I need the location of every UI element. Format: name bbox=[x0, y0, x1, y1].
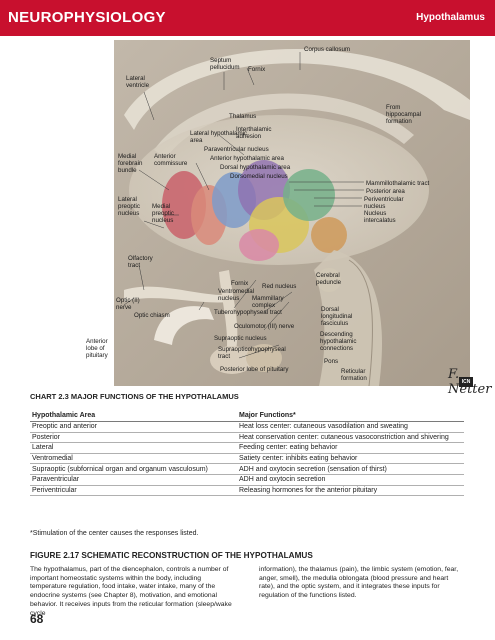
area-cell: Posterior bbox=[30, 432, 237, 444]
label-fornix-top: Fornix bbox=[248, 66, 266, 73]
area-cell: Lateral bbox=[30, 442, 237, 454]
label-medial-forebrain: Medial forebrain bundle bbox=[118, 153, 143, 174]
label-reticular: Reticular formation bbox=[341, 368, 367, 382]
label-tuberohypophyseal: Tuberohypophyseal tract bbox=[214, 309, 282, 316]
function-cell: ADH and oxytocin secretion (sensation of… bbox=[237, 463, 464, 475]
label-cerebral-peduncle: Cerebral peduncle bbox=[316, 272, 342, 286]
figure-title: FIGURE 2.17 SCHEMATIC RECONSTRUCTION OF … bbox=[30, 551, 313, 560]
artist-signature: F. Netter bbox=[448, 367, 492, 397]
body-text-column-1: The hypothalamus, part of the diencephal… bbox=[30, 566, 232, 617]
column-header: Major Functions* bbox=[237, 411, 464, 422]
label-dorsal-hypothalamic: Dorsal hypothalamic area bbox=[220, 164, 291, 171]
label-optic-chiasm: Optic chiasm bbox=[134, 312, 170, 319]
label-anterior-commissure: Anterior commissure bbox=[154, 153, 188, 167]
label-from-hippocampal: From hippocampal formation bbox=[386, 104, 422, 125]
table-footnote: *Stimulation of the center causes the re… bbox=[30, 530, 199, 537]
label-thalamus: Thalamus bbox=[229, 113, 257, 120]
label-optic-nerve: Optic (II) nerve bbox=[116, 297, 140, 311]
label-supraoptic: Supraoptic nucleus bbox=[214, 335, 267, 342]
label-anterior-pituitary: Anterior lobe of pituitary bbox=[86, 338, 108, 359]
area-cell: Paraventricular bbox=[30, 474, 237, 486]
label-lateral-ventricle: Lateral ventricle bbox=[126, 75, 150, 89]
label-dorsal-longitudinal: Dorsal longitudinal fasciculus bbox=[321, 306, 353, 327]
label-interthalamic: Interthalamic adhesion bbox=[236, 126, 272, 140]
label-pons: Pons bbox=[324, 358, 339, 365]
label-mammillothalamic: Mammillothalamic tract bbox=[366, 180, 430, 187]
label-lateral-preoptic: Lateral preoptic nucleus bbox=[118, 196, 141, 217]
label-fornix-bottom: Fornix bbox=[231, 280, 249, 287]
area-cell: Ventromedial bbox=[30, 453, 237, 465]
illustration-art bbox=[114, 40, 470, 386]
label-septum-pellucidum: Septum pellucidum bbox=[210, 57, 240, 71]
label-nucleus-intercalatus: Nucleus intercalatus bbox=[364, 210, 396, 224]
function-cell: Heat loss center: cutaneous vasodilation… bbox=[237, 421, 464, 433]
hypothalamus-illustration: Corpus callosum Septum pellucidum Fornix… bbox=[114, 40, 470, 386]
label-ventromedial: Ventromedial nucleus bbox=[218, 288, 255, 302]
label-olfactory-tract: Olfactory tract bbox=[128, 255, 153, 269]
table-row: Supraoptic (subfornical organ and organu… bbox=[30, 463, 464, 475]
label-descending: Descending hypothalamic connections bbox=[320, 331, 357, 352]
label-paraventricular: Paraventricular nucleus bbox=[204, 146, 269, 153]
page-number: 68 bbox=[30, 612, 44, 626]
label-lateral-hypothalamic: Lateral hypothalamic area bbox=[190, 130, 248, 144]
label-posterior-pituitary: Posterior lobe of pituitary bbox=[220, 366, 289, 373]
functions-table: Hypothalamic Area Major Functions* Preop… bbox=[30, 411, 464, 497]
table-header-row: Hypothalamic Area Major Functions* bbox=[30, 411, 464, 422]
publisher-logo: ICN bbox=[459, 377, 473, 387]
column-header: Hypothalamic Area bbox=[30, 411, 237, 422]
label-corpus-callosum: Corpus callosum bbox=[304, 46, 351, 53]
label-medial-preoptic: Medial preoptic nucleus bbox=[152, 203, 175, 224]
function-cell: Releasing hormones for the anterior pitu… bbox=[237, 485, 464, 497]
section-title: Hypothalamus bbox=[416, 12, 485, 23]
label-supraopticohypophyseal: Supraopticohypophyseal tract bbox=[218, 346, 286, 360]
function-cell: Feeding center: eating behavior bbox=[237, 442, 464, 454]
label-periventricular: Periventricular nucleus bbox=[364, 196, 404, 210]
label-red-nucleus: Red nucleus bbox=[262, 283, 297, 290]
label-mammillary: Mammillary complex bbox=[252, 295, 284, 309]
chart-caption: CHART 2.3 MAJOR FUNCTIONS OF THE HYPOTHA… bbox=[30, 392, 239, 401]
label-dorsomedial: Dorsomedial nucleus bbox=[230, 173, 288, 180]
label-posterior-area: Posterior area bbox=[366, 188, 405, 195]
area-cell: Periventricular bbox=[30, 485, 237, 497]
page-header: NEUROPHYSIOLOGY Hypothalamus bbox=[0, 0, 495, 36]
area-cell: Preoptic and anterior bbox=[30, 421, 237, 433]
chapter-title: NEUROPHYSIOLOGY bbox=[8, 9, 166, 26]
body-text-column-2: information), the thalamus (pain), the l… bbox=[259, 566, 459, 600]
function-cell: Heat conservation center: cutaneous vaso… bbox=[237, 432, 464, 444]
area-cell: Supraoptic (subfornical organ and organu… bbox=[30, 463, 237, 475]
label-oculomotor: Oculomotor (III) nerve bbox=[234, 323, 295, 330]
label-anterior-hypothalamic: Anterior hypothalamic area bbox=[210, 155, 284, 162]
function-cell: Satiety center: inhibits eating behavior bbox=[237, 453, 464, 465]
function-cell: ADH and oxytocin secretion bbox=[237, 474, 464, 486]
